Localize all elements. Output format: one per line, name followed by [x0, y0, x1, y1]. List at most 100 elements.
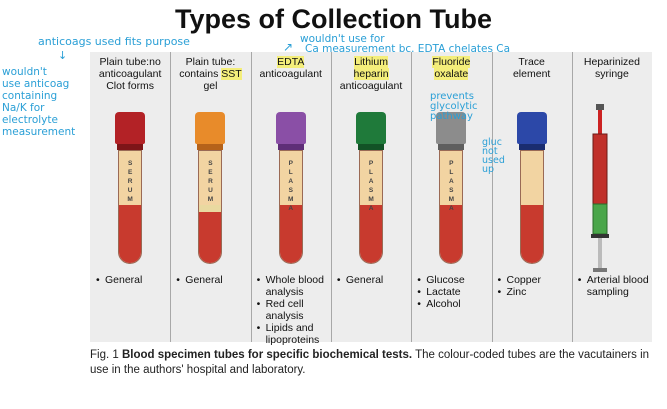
- header-highlight: oxalate: [434, 68, 469, 80]
- use-item: General: [176, 274, 248, 286]
- syringe-cap: [596, 104, 604, 110]
- tube-label: P L A S M A: [448, 160, 455, 212]
- use-item: General: [96, 274, 168, 286]
- tube-body: [519, 150, 544, 264]
- annotation-line: prevents: [430, 91, 474, 102]
- tube-cap: [356, 112, 387, 144]
- header-line: heparin: [331, 68, 411, 80]
- annotation-line: up: [482, 164, 495, 175]
- use-item: Glucose: [417, 274, 489, 286]
- header-line: oxalate: [411, 68, 491, 80]
- annotation-edta-2: Ca measurement bc. EDTA chelates Ca: [305, 43, 511, 55]
- column-divider: [330, 52, 332, 342]
- header-highlight: EDTA: [277, 56, 305, 68]
- syringe-plunger-end: [593, 268, 607, 272]
- tube-body: P L A S M A: [278, 150, 303, 264]
- annotation-line: Na/K for: [2, 102, 45, 114]
- annotation-arrow-left: ↓: [58, 49, 68, 62]
- header-line: anticoagulant: [259, 68, 322, 80]
- header-highlight: Fluoride: [432, 56, 471, 68]
- tube-serum: [199, 151, 222, 205]
- header-line: anticoagulant: [339, 80, 403, 92]
- annotation-edta-1: wouldn't use for: [300, 33, 385, 45]
- tube-blood: [360, 204, 383, 263]
- tube-body: P L A S M A: [359, 150, 384, 264]
- header-highlight: heparin: [353, 68, 389, 80]
- column-uses-lithium: General: [337, 274, 409, 286]
- use-item: Copper: [498, 274, 570, 286]
- tube-body: S E R U M: [198, 150, 223, 264]
- header-line: gel: [203, 80, 218, 92]
- header-line: contains SST: [179, 68, 242, 80]
- column-uses-sst: General: [176, 274, 248, 286]
- annotation-anticoags: anticoags used fits purpose: [38, 35, 190, 48]
- annotation-arrow-edta: ↗: [283, 40, 294, 54]
- syringe-illustration: [591, 104, 609, 272]
- column-uses-trace: CopperZinc: [498, 274, 570, 298]
- tube-cap-ring: [438, 144, 465, 150]
- caption-text: The colour-coded tubes are the vacutaine…: [90, 349, 650, 376]
- header-line: element: [512, 68, 551, 80]
- header-line: EDTA: [251, 56, 331, 68]
- column-divider: [491, 52, 493, 342]
- use-item: Zinc: [498, 286, 570, 298]
- use-item: General: [337, 274, 409, 286]
- syringe-barrel-blood: [592, 133, 608, 205]
- annotation-line: used: [482, 155, 505, 166]
- column-uses-plain: General: [96, 274, 168, 286]
- tube-cap-ring: [358, 144, 385, 150]
- tube-label: P L A S M A: [288, 160, 294, 212]
- tube-cap: [115, 112, 146, 144]
- column-uses-fluoride: GlucoseLactateAlcohol: [417, 274, 489, 310]
- header-highlight: SST: [221, 68, 242, 80]
- tube-label: S E R U M: [207, 160, 214, 203]
- tube-cap-ring: [117, 144, 144, 150]
- annotation-line: electrolyte: [2, 114, 58, 126]
- column-divider: [411, 52, 413, 342]
- column-divider: [571, 52, 573, 342]
- annotation-line: glycolytic: [430, 101, 478, 112]
- annotation-line: wouldn't: [2, 66, 47, 78]
- tube-cap: [436, 112, 467, 144]
- annotation-line: not: [482, 146, 498, 157]
- tube-cap-ring: [518, 144, 545, 150]
- use-item: Lactate: [417, 286, 489, 298]
- annotation-line: containing: [2, 90, 58, 102]
- use-item: Whole blood analysis: [257, 274, 329, 298]
- syringe-plunger: [598, 238, 602, 268]
- tube-sst: S E R U M: [195, 112, 226, 264]
- tube-body: P L A S M A: [439, 150, 464, 264]
- tube-blood: [520, 204, 543, 263]
- use-item: Lipids and lipoproteins: [257, 322, 329, 346]
- header-line: Fluoride: [411, 56, 491, 68]
- tube-trace: [516, 112, 547, 264]
- tube-blood: [119, 204, 142, 263]
- syringe-barrel-heparin: [592, 203, 608, 235]
- figure-caption: Fig. 1 Blood specimen tubes for specific…: [90, 348, 655, 378]
- header-line: Heparinized: [583, 56, 640, 68]
- header-line: Trace: [518, 56, 545, 68]
- tube-serum: [440, 151, 463, 205]
- annotation-line: pathway: [430, 111, 473, 122]
- annotation-line: measurement: [2, 126, 76, 138]
- header-line: syringe: [595, 68, 629, 80]
- tube-serum: [279, 151, 302, 205]
- tube-serum: [360, 151, 383, 205]
- header-line: Clot forms: [106, 80, 155, 92]
- annotation-line: use anticoag: [2, 78, 70, 90]
- column-uses-edta: Whole blood analysisRed cell analysisLip…: [257, 274, 329, 346]
- tube-cap: [275, 112, 306, 144]
- tube-cap-ring: [197, 144, 224, 150]
- tube-gel: [199, 204, 222, 212]
- tube-fluoride: P L A S M A: [436, 112, 467, 264]
- header-line: Lithium: [331, 56, 411, 68]
